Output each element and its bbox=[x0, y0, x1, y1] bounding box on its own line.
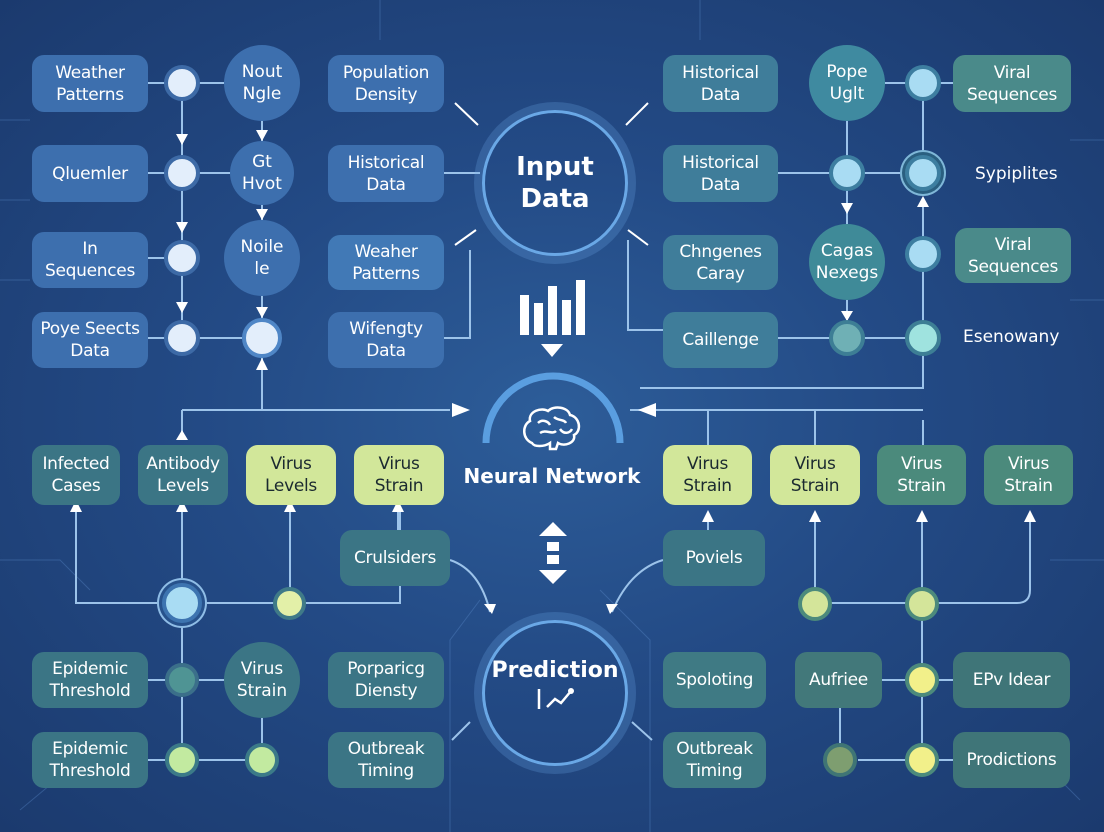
junction-dot bbox=[164, 240, 200, 276]
node-qluemler[interactable]: Qluemler bbox=[32, 145, 148, 202]
node-spoloting[interactable]: Spoloting bbox=[663, 652, 766, 708]
junction-dot bbox=[798, 587, 832, 621]
junction-dot bbox=[905, 663, 939, 697]
node-crulsiders[interactable]: Crulsiders bbox=[340, 530, 450, 586]
hub-input-data[interactable]: Input Data bbox=[482, 110, 628, 256]
node-wifengty-data[interactable]: Wifengty Data bbox=[328, 312, 444, 368]
bidirectional-arrow-icon bbox=[539, 522, 567, 584]
node-pope-uglt[interactable]: Pope Uglt bbox=[809, 45, 885, 121]
junction-dot bbox=[164, 320, 200, 356]
node-weather-patterns[interactable]: Weather Patterns bbox=[32, 55, 148, 112]
node-historical-data-right[interactable]: Historical Data bbox=[663, 55, 778, 112]
node-caillenge[interactable]: Caillenge bbox=[663, 312, 778, 368]
node-noile-le[interactable]: Noile le bbox=[224, 220, 300, 296]
junction-dot bbox=[905, 65, 941, 101]
node-aufriee[interactable]: Aufriee bbox=[795, 652, 882, 708]
node-poye-seects-data[interactable]: Poye Seects Data bbox=[32, 312, 148, 368]
node-chngenes-caray[interactable]: Chngenes Caray bbox=[663, 235, 778, 290]
node-virus-strain-2[interactable]: Virus Strain bbox=[770, 445, 860, 505]
neural-arc bbox=[482, 372, 624, 444]
prediction-label: Prediction bbox=[491, 658, 619, 683]
junction-dot bbox=[905, 320, 941, 356]
node-gt-hvot[interactable]: Gt Hvot bbox=[230, 141, 294, 205]
junction-dot bbox=[905, 587, 939, 621]
node-virus-strain-3[interactable]: Virus Strain bbox=[877, 445, 966, 505]
node-epv-idear[interactable]: EPv Idear bbox=[953, 652, 1070, 708]
arrow-down-icon bbox=[541, 344, 563, 357]
junction-dot bbox=[829, 320, 865, 356]
node-infected-cases[interactable]: Infected Cases bbox=[32, 445, 120, 505]
node-viral-sequences[interactable]: Viral Sequences bbox=[953, 55, 1071, 112]
junction-dot bbox=[162, 583, 202, 623]
junction-dot bbox=[164, 155, 200, 191]
junction-dot bbox=[165, 663, 199, 697]
node-poviels[interactable]: Poviels bbox=[663, 530, 765, 586]
hub-neural-network[interactable]: Neural Network bbox=[463, 464, 641, 488]
junction-dot bbox=[164, 65, 200, 101]
node-weaher-patterns[interactable]: Weaher Patterns bbox=[328, 235, 444, 290]
junction-dot bbox=[829, 155, 865, 191]
node-outbreak-timing[interactable]: Outbreak Timing bbox=[328, 732, 444, 788]
node-virus-levels[interactable]: Virus Levels bbox=[246, 445, 336, 505]
node-population-density[interactable]: Population Density bbox=[328, 55, 444, 112]
node-viral-sequences-2[interactable]: Viral Sequences bbox=[955, 228, 1071, 283]
node-antibody-levels[interactable]: Antibody Levels bbox=[138, 445, 228, 505]
junction-dot bbox=[165, 743, 199, 777]
junction-dot bbox=[245, 743, 279, 777]
bar-chart-icon bbox=[520, 280, 585, 335]
node-prodictions[interactable]: Prodictions bbox=[953, 732, 1070, 788]
node-epidemic-threshold[interactable]: Epidemic Threshold bbox=[32, 652, 148, 708]
junction-dot bbox=[273, 587, 306, 620]
junction-dot bbox=[823, 743, 857, 777]
label-sypiplites: Sypiplites bbox=[975, 164, 1058, 184]
brain-icon bbox=[523, 406, 581, 451]
node-nout-ngle[interactable]: Nout Ngle bbox=[224, 45, 300, 121]
node-virus-strain-1[interactable]: Virus Strain bbox=[663, 445, 752, 505]
junction-dot bbox=[905, 236, 941, 272]
node-virus-strain-4[interactable]: Virus Strain bbox=[984, 445, 1073, 505]
label-esenowany: Esenowany bbox=[963, 327, 1060, 347]
node-virus-strain-circle[interactable]: Virus Strain bbox=[224, 642, 300, 718]
junction-dot bbox=[242, 318, 282, 358]
hub-prediction[interactable]: Prediction bbox=[482, 620, 628, 766]
node-cagas-nexegs[interactable]: Cagas Nexegs bbox=[809, 224, 885, 300]
node-virus-strain-left[interactable]: Virus Strain bbox=[354, 445, 444, 505]
junction-dot bbox=[905, 155, 941, 191]
junction-dot bbox=[905, 743, 939, 777]
node-epidemic-threshold-2[interactable]: Epidemic Threshold bbox=[32, 732, 148, 788]
trend-line-icon bbox=[537, 688, 574, 709]
node-historical-data-right-2[interactable]: Historical Data bbox=[663, 145, 778, 202]
node-outbreak-timing-right[interactable]: Outbreak Timing bbox=[663, 732, 766, 788]
node-porparicg-diensty[interactable]: Porparicg Diensty bbox=[328, 652, 444, 708]
node-historical-data[interactable]: Historical Data bbox=[328, 145, 444, 202]
node-in-sequences[interactable]: In Sequences bbox=[32, 232, 148, 288]
